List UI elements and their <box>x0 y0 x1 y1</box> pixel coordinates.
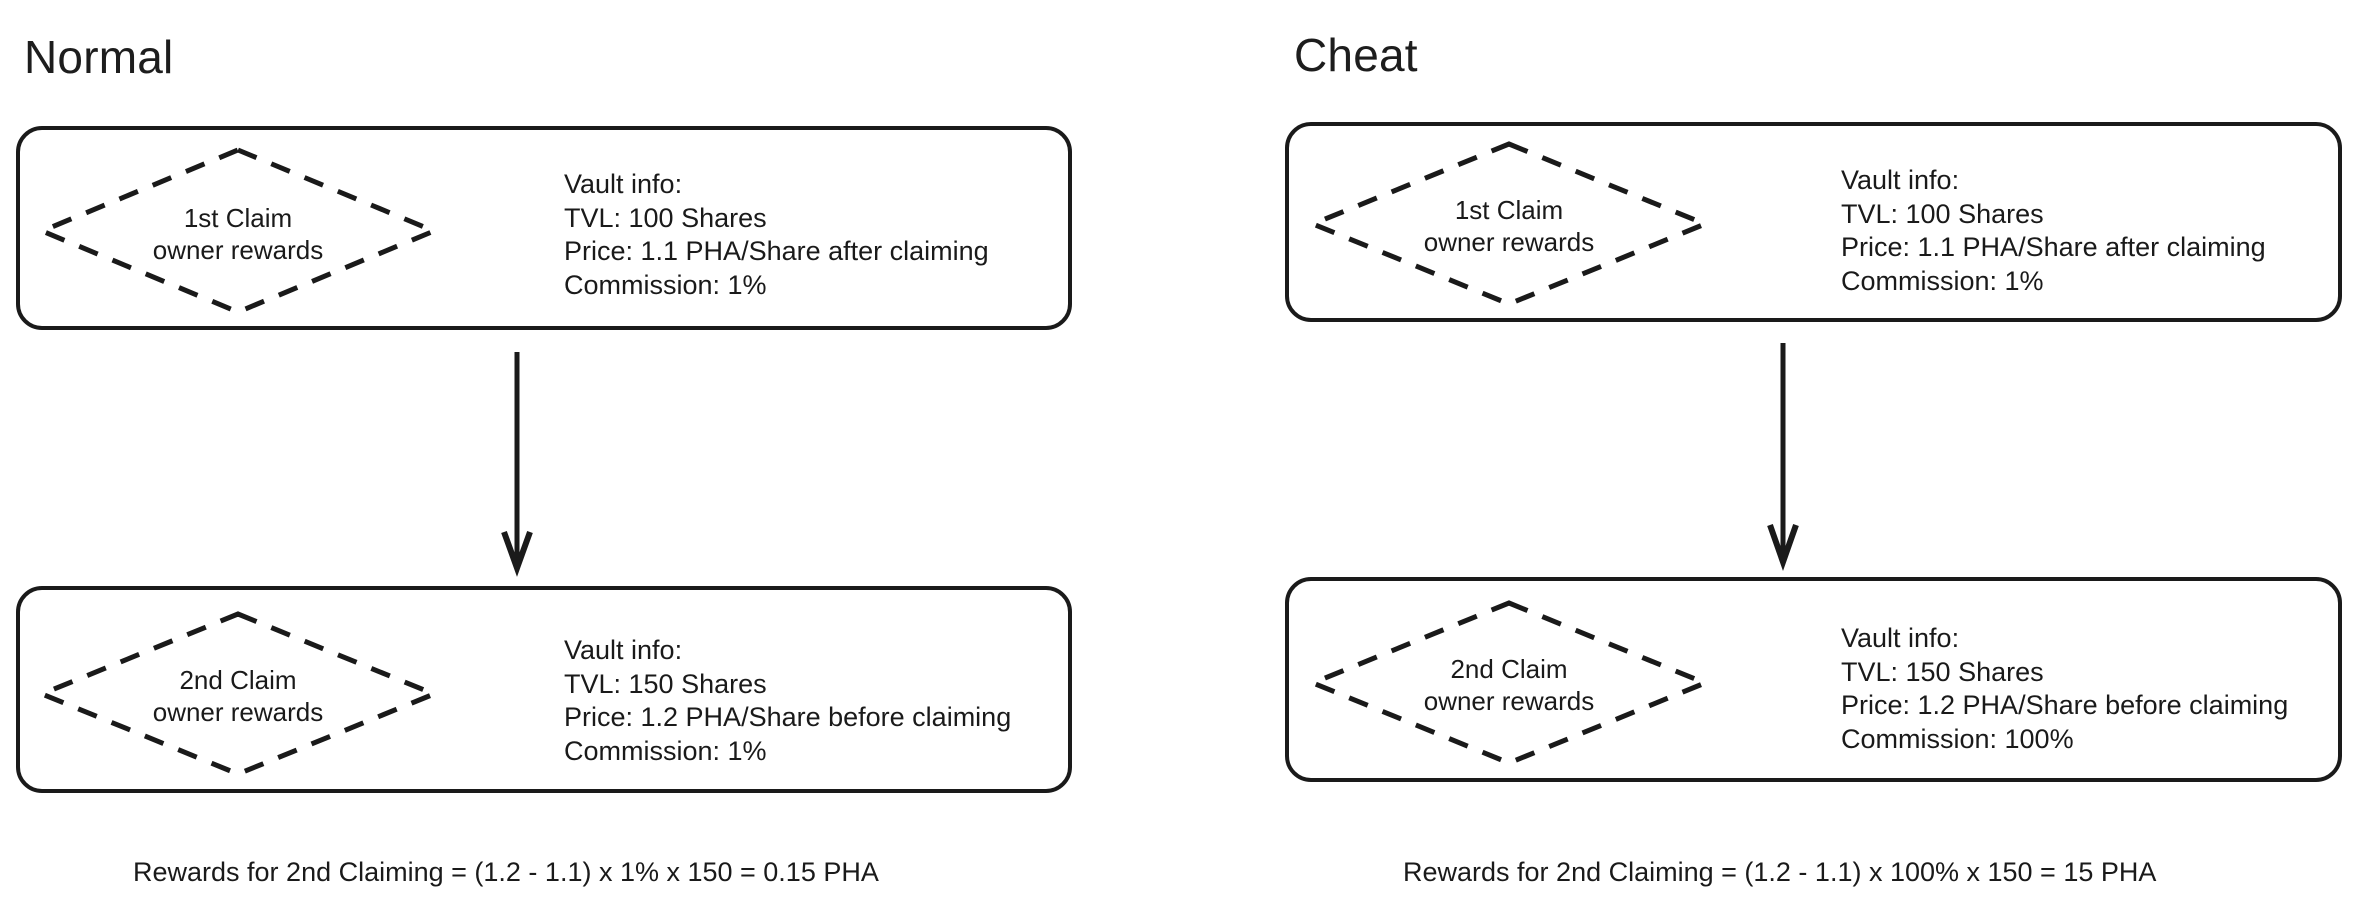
vault-info-commission: Commission: 1% <box>564 735 767 766</box>
diamond-label-line2: owner rewards <box>1423 686 1595 716</box>
diamond-label-line2: owner rewards <box>1423 227 1595 257</box>
vault-info-commission: Commission: 1% <box>564 269 767 300</box>
vault-info-tvl: TVL: 100 Shares <box>1841 198 2044 229</box>
diamond-shape-second-claim: 2nd Claim owner rewards <box>35 610 441 778</box>
vault-info-block: Vault info: TVL: 100 Shares Price: 1.1 P… <box>1841 164 2266 298</box>
diamond-shape-second-claim: 2nd Claim owner rewards <box>1306 599 1712 767</box>
vault-info-tvl: TVL: 150 Shares <box>564 668 767 699</box>
stage-box-first-claim: 1st Claim owner rewards Vault info: TVL:… <box>1285 122 2342 322</box>
diamond-label-line1: 1st Claim <box>183 203 293 233</box>
vault-info-block: Vault info: TVL: 150 Shares Price: 1.2 P… <box>564 634 1011 768</box>
vault-info-heading: Vault info: <box>564 635 683 665</box>
diamond-label-line1: 2nd Claim <box>179 665 297 695</box>
vault-info-tvl: TVL: 100 Shares <box>564 202 767 233</box>
arrow-down-icon <box>500 330 534 586</box>
vault-info-heading: Vault info: <box>1841 623 1960 653</box>
diamond-label-line1: 2nd Claim <box>1450 654 1568 684</box>
vault-info-commission: Commission: 100% <box>1841 723 2074 754</box>
stage-box-first-claim: 1st Claim owner rewards Vault info: TVL:… <box>16 126 1072 330</box>
vault-info-price: Price: 1.1 PHA/Share after claiming <box>564 236 989 266</box>
vault-info-block: Vault info: TVL: 100 Shares Price: 1.1 P… <box>564 168 989 302</box>
vault-info-price: Price: 1.2 PHA/Share before claiming <box>1841 690 2289 720</box>
panel-title-cheat: Cheat <box>1294 29 1418 81</box>
diamond-shape-first-claim: 1st Claim owner rewards <box>1306 140 1712 308</box>
stage-box-second-claim: 2nd Claim owner rewards Vault info: TVL:… <box>1285 577 2342 782</box>
formula-caption-normal: Rewards for 2nd Claiming = (1.2 - 1.1) x… <box>133 857 879 887</box>
stage-box-second-claim: 2nd Claim owner rewards Vault info: TVL:… <box>16 586 1072 793</box>
vault-info-heading: Vault info: <box>564 169 683 199</box>
diamond-shape-first-claim: 1st Claim owner rewards <box>35 146 441 316</box>
arrow-down-icon <box>1766 322 1800 577</box>
panel-cheat: Cheat 1st Claim owner rewards Vault info… <box>1269 0 2362 912</box>
vault-info-heading: Vault info: <box>1841 165 1960 195</box>
vault-info-commission: Commission: 1% <box>1841 265 2044 296</box>
vault-info-block: Vault info: TVL: 150 Shares Price: 1.2 P… <box>1841 622 2288 756</box>
vault-info-price: Price: 1.1 PHA/Share after claiming <box>1841 232 2266 262</box>
vault-info-price: Price: 1.2 PHA/Share before claiming <box>564 702 1012 732</box>
diamond-label-line2: owner rewards <box>152 697 324 727</box>
diamond-label-line2: owner rewards <box>152 235 324 265</box>
panel-normal: Normal 1st Claim owner rewards Vault inf… <box>0 0 1180 912</box>
vault-info-tvl: TVL: 150 Shares <box>1841 656 2044 687</box>
formula-caption-cheat: Rewards for 2nd Claiming = (1.2 - 1.1) x… <box>1403 857 2157 887</box>
panel-title-normal: Normal <box>24 31 174 83</box>
diamond-label-line1: 1st Claim <box>1454 195 1564 225</box>
